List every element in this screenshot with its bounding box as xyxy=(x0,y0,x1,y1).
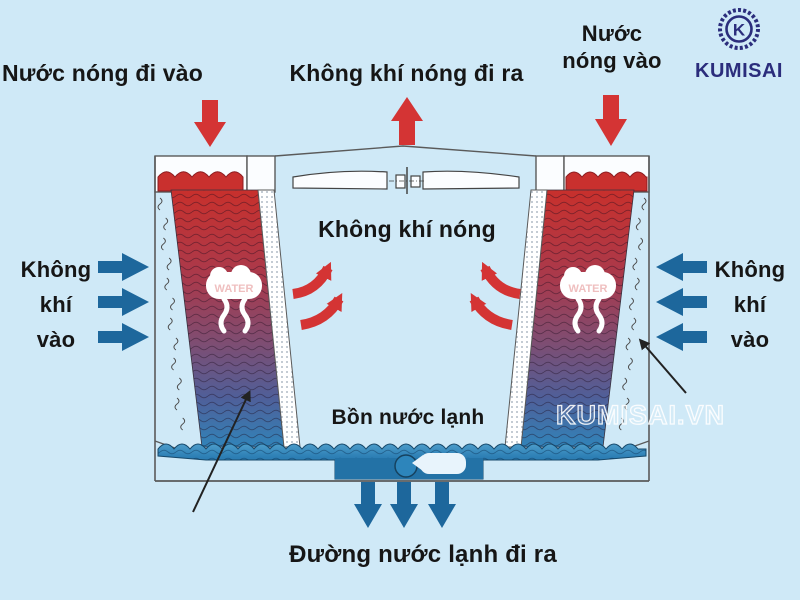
roof-line xyxy=(274,145,537,157)
drip-line xyxy=(622,377,628,391)
fan-assembly xyxy=(292,167,520,194)
drip-line xyxy=(638,237,644,251)
drip-line xyxy=(627,357,633,371)
air-in-arrow-icon xyxy=(656,288,707,316)
water-cloud-text: WATER xyxy=(215,283,254,295)
label-line: Không xyxy=(20,257,92,282)
drip-line xyxy=(166,257,172,271)
hot-water-basin-right xyxy=(565,171,648,192)
up-arrow-icon xyxy=(391,97,423,145)
air-in-arrow-icon xyxy=(98,288,149,316)
logo-letter: K xyxy=(733,21,746,40)
fan-blade-left xyxy=(292,170,388,190)
cold-out-arrow-icon xyxy=(354,482,382,528)
label-cold-water-out: Đường nước lạnh đi ra xyxy=(289,541,557,568)
drip-lines xyxy=(157,197,647,431)
drip-line xyxy=(629,297,634,311)
water-drip-icon xyxy=(218,296,230,334)
water-cloud-right: WATER xyxy=(560,265,616,334)
label-air-in-right: Không khí vào xyxy=(702,252,798,357)
drip-line xyxy=(171,357,177,371)
shell-spacer-right xyxy=(535,155,565,193)
water-cloud-text: WATER xyxy=(569,283,608,295)
drip-line xyxy=(174,397,180,411)
fill-column-left xyxy=(170,189,285,448)
label-line: vào xyxy=(730,327,770,352)
annotation-arrow-right xyxy=(638,338,687,394)
drip-line xyxy=(631,317,637,331)
cold-out-arrow-icon xyxy=(428,482,456,528)
down-arrow-icon xyxy=(194,100,226,147)
label-hot-water-in-right: Nước nóng vào xyxy=(545,20,679,74)
label-line: nóng vào xyxy=(562,48,662,73)
label-air-in-left: Không khí vào xyxy=(8,252,104,357)
drip-line xyxy=(167,317,173,331)
water-drip-icon xyxy=(593,296,605,334)
watermark: KUMISAI.VN xyxy=(556,400,725,430)
drip-line xyxy=(635,217,641,231)
curved-arrow-icon xyxy=(469,293,513,330)
drip-line xyxy=(641,197,647,211)
hot-air-curved-arrows xyxy=(292,261,521,330)
fan-blade-right xyxy=(422,170,520,190)
brand-logo: K KUMISAI xyxy=(692,6,786,83)
drain-circle xyxy=(394,454,418,478)
label-hot-air-center: Không khí nóng xyxy=(318,216,496,242)
logo-name: KUMISAI xyxy=(695,60,783,82)
cold-out-arrow-icon xyxy=(390,482,418,528)
drip-line xyxy=(170,297,175,311)
drip-line xyxy=(164,277,170,291)
drip-line xyxy=(163,217,169,231)
drip-line xyxy=(634,277,640,291)
fan-hub xyxy=(410,175,421,188)
label-line: khí xyxy=(39,292,73,317)
air-in-arrows xyxy=(98,253,707,528)
logo-wreath-icon: K xyxy=(718,8,760,50)
label-cold-basin: Bồn nước lạnh xyxy=(331,406,485,429)
drip-line xyxy=(173,337,179,351)
drip-line xyxy=(624,397,630,411)
fan-hub xyxy=(395,174,406,189)
label-line: khí xyxy=(733,292,767,317)
air-in-arrow-icon xyxy=(656,253,707,281)
curved-arrow-icon xyxy=(292,261,333,299)
water-drip-icon xyxy=(572,296,584,334)
air-in-arrow-icon xyxy=(656,323,707,351)
cold-water-basin xyxy=(157,443,647,480)
water-cloud-left: WATER xyxy=(206,265,262,334)
hot-water-basin-left xyxy=(157,171,244,192)
drip-line xyxy=(160,237,166,251)
drip-line xyxy=(632,257,638,271)
label-line: vào xyxy=(36,327,76,352)
label-hot-water-in-left: Nước nóng đi vào xyxy=(1,60,204,86)
label-line: Nước xyxy=(581,21,643,46)
label-hot-air-out: Không khí nóng đi ra xyxy=(289,60,524,86)
air-in-arrow-icon xyxy=(98,253,149,281)
water-drip-icon xyxy=(239,296,251,334)
drip-line xyxy=(618,417,624,431)
down-arrow-icon xyxy=(595,95,627,146)
shell-spacer-left xyxy=(246,155,276,193)
annotation-arrow-left xyxy=(192,390,251,513)
curved-arrow-icon xyxy=(300,293,344,330)
drip-line xyxy=(176,377,182,391)
label-line: Không xyxy=(714,257,786,282)
drip-line xyxy=(625,337,631,351)
curved-arrow-icon xyxy=(480,261,521,299)
float-valve xyxy=(420,453,466,474)
drip-line xyxy=(157,197,163,211)
air-in-arrow-icon xyxy=(98,323,149,351)
drip-line xyxy=(180,417,186,431)
